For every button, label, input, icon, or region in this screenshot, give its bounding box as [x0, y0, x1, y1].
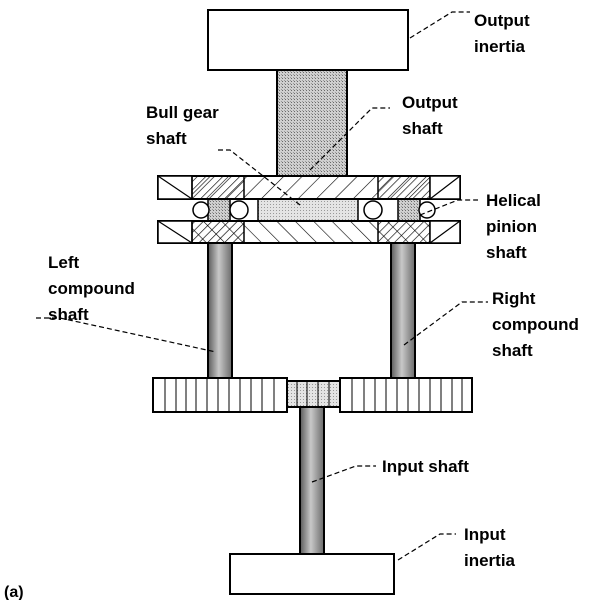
svg-text:shaft: shaft — [146, 129, 187, 148]
left-spur-gear — [152, 377, 288, 413]
input-inertia-block — [229, 553, 395, 595]
label-output-shaft: Output shaft — [402, 93, 458, 138]
label-bull-gear-shaft: Bull gear shaft — [146, 103, 219, 148]
panel-label: (a) — [4, 584, 24, 600]
label-right-compound-shaft: Right compound shaft — [492, 289, 579, 360]
svg-text:shaft: shaft — [492, 341, 533, 360]
output-shaft — [276, 69, 348, 177]
upper-gear-plate — [157, 175, 461, 200]
label-input-inertia: Input inertia — [464, 525, 516, 570]
svg-text:Right: Right — [492, 289, 536, 308]
svg-text:Output: Output — [474, 11, 530, 30]
label-output-inertia: Output inertia — [474, 11, 530, 56]
svg-text:shaft: shaft — [486, 243, 527, 262]
svg-text:Input: Input — [464, 525, 506, 544]
svg-text:compound: compound — [48, 279, 135, 298]
bull-gear-shaft — [257, 198, 359, 222]
svg-text:pinion: pinion — [486, 217, 537, 236]
bearing-ball — [229, 200, 249, 220]
right-spur-gear — [339, 377, 473, 413]
right-compound-shaft — [390, 242, 416, 379]
svg-text:Output: Output — [402, 93, 458, 112]
svg-text:Input shaft: Input shaft — [382, 457, 469, 476]
label-helical-pinion-shaft: Helical pinion shaft — [486, 191, 541, 262]
label-left-compound-shaft: Left compound shaft — [48, 253, 135, 324]
label-input-shaft: Input shaft — [382, 457, 469, 476]
input-shaft — [299, 406, 325, 555]
left-compound-shaft — [207, 242, 233, 379]
svg-text:shaft: shaft — [402, 119, 443, 138]
svg-text:shaft: shaft — [48, 305, 89, 324]
output-inertia-block — [207, 9, 409, 71]
left-helical-pinion — [207, 198, 231, 222]
leader-lines — [36, 11, 488, 561]
svg-text:inertia: inertia — [474, 37, 526, 56]
bearing-ball — [418, 201, 436, 219]
svg-text:Helical: Helical — [486, 191, 541, 210]
bearing-ball — [363, 200, 383, 220]
input-pinion-gear — [286, 380, 341, 408]
svg-text:Bull gear: Bull gear — [146, 103, 219, 122]
svg-text:inertia: inertia — [464, 551, 516, 570]
svg-text:compound: compound — [492, 315, 579, 334]
lower-gear-plate — [157, 220, 461, 244]
right-helical-pinion — [397, 198, 421, 222]
bearing-ball — [192, 201, 210, 219]
svg-text:Left: Left — [48, 253, 80, 272]
